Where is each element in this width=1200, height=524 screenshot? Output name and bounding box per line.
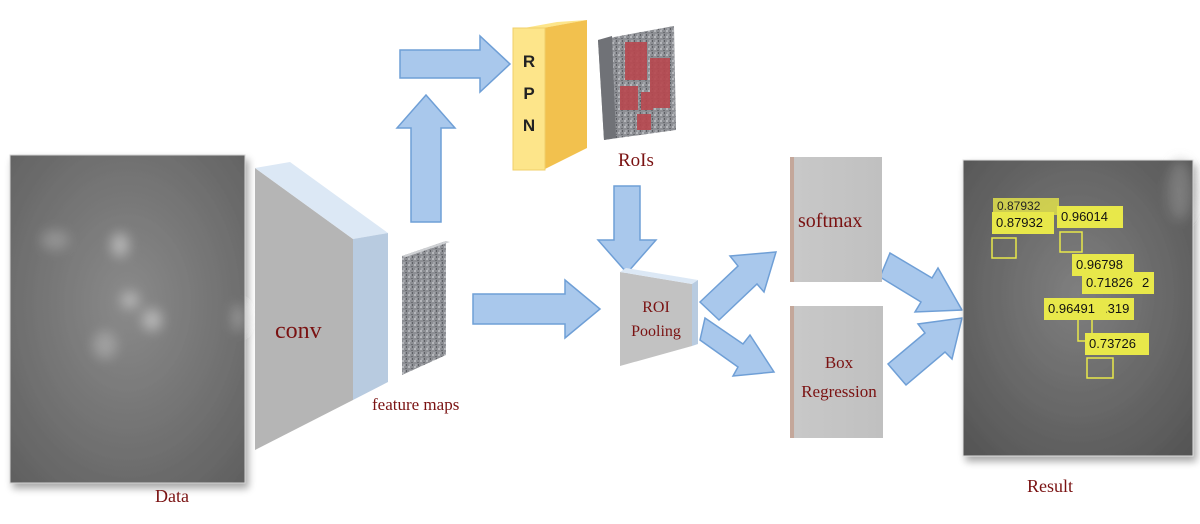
rpn-letter: N <box>522 116 536 135</box>
rois-label: RoIs <box>618 150 654 171</box>
rpn-block <box>512 20 587 171</box>
detection-score: 0.96798 <box>1072 254 1134 276</box>
detection-score: 0.87932 <box>992 212 1054 234</box>
box-regression-line: Box <box>824 353 854 372</box>
rois-image <box>598 26 676 140</box>
detection-score: 0.73726 <box>1085 333 1149 355</box>
roi-pooling-label: ROI Pooling <box>620 296 692 344</box>
feature-maps-label: feature maps <box>372 395 460 414</box>
roi-pooling-line: ROI <box>642 299 670 316</box>
softmax-block <box>790 157 882 282</box>
detection-score: 0.87932 <box>993 198 1059 215</box>
arrow-to-roi <box>472 278 602 340</box>
box-regression-label: Box Regression <box>793 348 885 406</box>
data-image <box>9 154 246 484</box>
roi-pooling-line: Pooling <box>631 323 681 340</box>
rpn-label: R P N <box>513 46 545 142</box>
arrow-down-rois <box>596 185 658 275</box>
data-label: Data <box>155 486 189 506</box>
result-label: Result <box>1027 476 1074 496</box>
feature-map <box>402 241 450 375</box>
conv-label: conv <box>275 318 322 344</box>
box-regression-line: Regression <box>801 382 877 401</box>
conv-block <box>255 162 388 450</box>
arrow-to-box <box>699 316 776 377</box>
arrow-box-result <box>886 317 963 387</box>
arrow-up <box>395 93 457 223</box>
detection-score: 0.96491 <box>1044 298 1106 320</box>
rpn-letter: P <box>523 84 535 103</box>
arrows <box>395 34 964 387</box>
detection-score: 0.71826 <box>1082 272 1142 294</box>
arrow-to-softmax <box>698 251 778 322</box>
roi-pooling-block <box>620 268 698 366</box>
softmax-label: softmax <box>798 210 863 232</box>
box-regression-block <box>790 306 883 438</box>
detection-score: 0.96014 <box>1057 206 1123 228</box>
rpn-letter: R <box>522 52 536 71</box>
arrow-softmax-result <box>879 251 964 313</box>
arrow-to-rpn <box>399 34 512 94</box>
